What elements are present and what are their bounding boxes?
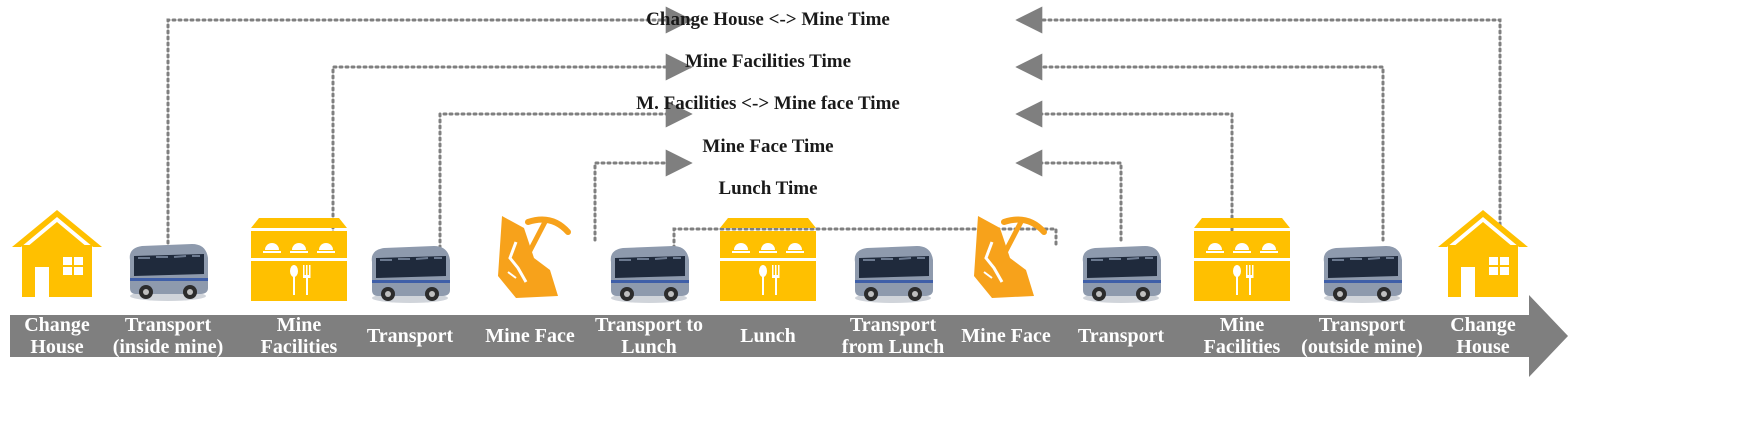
change-house-mine-time-label: Change House <-> Mine Time [646, 9, 890, 30]
step-label-line: Facilities [1204, 336, 1281, 358]
step-label-line: Mine Face [961, 325, 1051, 347]
step-label-line: Transport to [595, 314, 703, 336]
step-label: Mine Face [485, 325, 575, 347]
step-label-line: Transport [125, 314, 212, 336]
facilities-face-time-label: M. Facilities <-> Mine face Time [636, 93, 900, 114]
step-label-line: Change [1450, 314, 1516, 336]
step-label-line: Transport [850, 314, 937, 336]
bus-icon [370, 245, 451, 304]
bus-icon [1322, 245, 1403, 304]
mine-facilities-time-label: Mine Facilities Time [685, 51, 851, 72]
change-house-mine-connector-right [1015, 6, 1502, 245]
house-icon [1438, 210, 1528, 297]
facilities-face-connector-left [438, 100, 693, 274]
step-label-line: Change [24, 314, 90, 336]
step-label: Mine Face [961, 325, 1051, 347]
change-house-mine-connector-left [166, 6, 693, 245]
step-label-line: Mine [277, 314, 322, 336]
step-label-line: House [1456, 336, 1509, 358]
mine-face-icon [498, 216, 568, 298]
lunch-time-label: Lunch Time [718, 178, 817, 199]
step-label-line: Mine [1220, 314, 1265, 336]
step-label-line: (outside mine) [1301, 336, 1423, 358]
step-label: Transport(outside mine) [1301, 314, 1423, 358]
process-arrow [10, 295, 1568, 377]
mine-facilities-connector-left [331, 53, 693, 242]
lunch-bracket [672, 227, 1058, 250]
mine-face-connector-left [593, 149, 693, 242]
bus-icon [128, 243, 209, 302]
bus-icon [609, 245, 690, 304]
connector-lines [166, 6, 1502, 274]
mine-face-connector-right [1015, 149, 1123, 242]
step-label-line: Lunch [740, 325, 796, 347]
step-label: Transport(inside mine) [113, 314, 224, 358]
step-label: Transport [367, 325, 454, 347]
mine-facilities-connector-right [1015, 53, 1385, 242]
step-label-line: Transport [1319, 314, 1406, 336]
facility-icon [1194, 218, 1290, 301]
step-label-line: (inside mine) [113, 336, 224, 358]
step-label-line: Transport [1078, 325, 1165, 347]
house-icon [12, 210, 102, 297]
bus-icon [853, 245, 934, 304]
step-label-line: Transport [367, 325, 454, 347]
step-label-line: Lunch [621, 336, 677, 358]
step-label-line: from Lunch [842, 336, 944, 358]
step-label: Transport [1078, 325, 1165, 347]
step-label-line: House [30, 336, 83, 358]
mine-face-time-label: Mine Face Time [702, 136, 833, 157]
bus-icon [1081, 245, 1162, 304]
step-label: Lunch [740, 325, 796, 347]
facility-icon [251, 218, 347, 301]
step-icons [12, 210, 1528, 304]
step-label-line: Mine Face [485, 325, 575, 347]
step-label-line: Facilities [261, 336, 338, 358]
